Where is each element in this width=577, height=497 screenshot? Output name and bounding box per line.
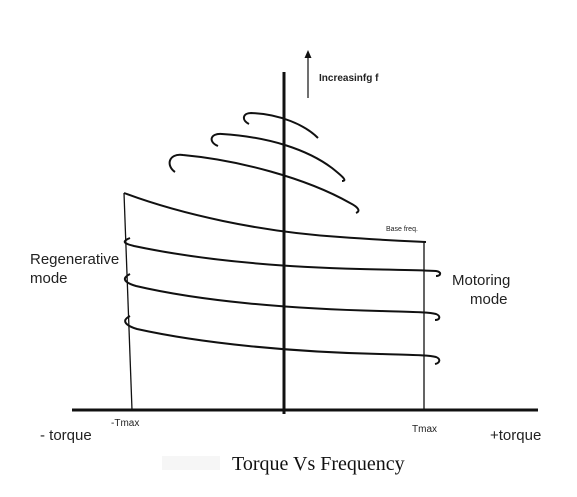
curve-f1 <box>124 315 441 365</box>
curve-f4 <box>168 153 360 214</box>
neg-tmax-label: -Tmax <box>111 418 140 429</box>
curve-f6 <box>243 111 319 139</box>
motoring-label-line1: Motoring <box>452 272 511 289</box>
regenerative-label-line2: mode <box>30 270 68 287</box>
increasing-f-arrow-head <box>304 50 312 58</box>
figure-caption: Torque Vs Frequency <box>232 453 405 475</box>
curve-f3 <box>123 237 442 277</box>
caption-smudge <box>162 456 220 470</box>
regenerative-label-line1: Regenerative <box>30 251 120 268</box>
base-freq-label: Base freq. <box>386 226 418 233</box>
curve-f5 <box>210 132 346 182</box>
motoring-label-line2: mode <box>470 291 508 308</box>
increasing-f-label: Increasinfg f <box>319 73 379 84</box>
neg-tmax-line <box>123 192 133 411</box>
pos-torque-label: +torque <box>490 427 542 444</box>
neg-torque-label: - torque <box>40 427 92 444</box>
pos-tmax-label: Tmax <box>412 424 437 435</box>
curve-f2 <box>123 273 441 321</box>
curve-base-freq <box>123 192 427 243</box>
